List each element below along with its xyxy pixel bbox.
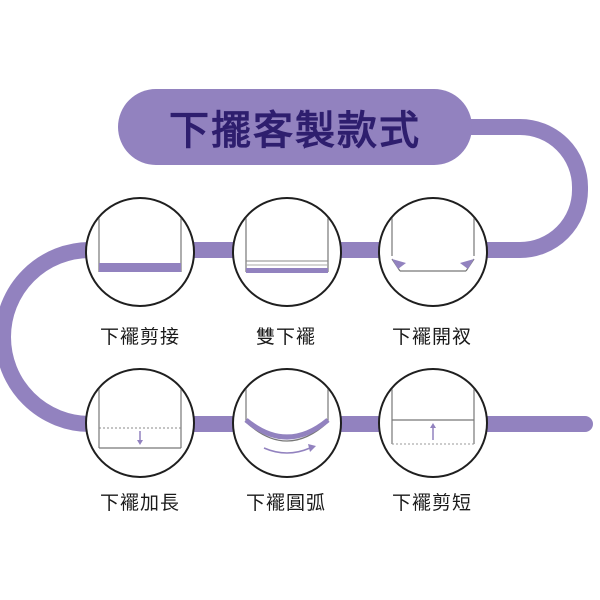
hem-shorten-icon [378, 368, 488, 478]
double-hem-icon [232, 197, 342, 307]
style-label-side-slit: 下襬開衩 [391, 326, 472, 348]
style-label-curved: 下襬圓弧 [245, 492, 326, 514]
style-label-lengthen: 下襬加長 [99, 492, 180, 514]
page-title: 下擺客製款式 [169, 108, 421, 154]
curved-hem-icon [232, 368, 342, 478]
style-label-hem-panel: 下襬剪接 [99, 326, 180, 348]
style-label-double-hem: 雙下襬 [255, 326, 316, 348]
style-label-shorten: 下襬剪短 [391, 492, 472, 514]
hem-lengthen-icon [85, 368, 195, 478]
title-pill: 下擺客製款式 [118, 89, 472, 165]
side-slit-hem-icon [378, 197, 488, 307]
hem-panel-icon [85, 197, 195, 307]
